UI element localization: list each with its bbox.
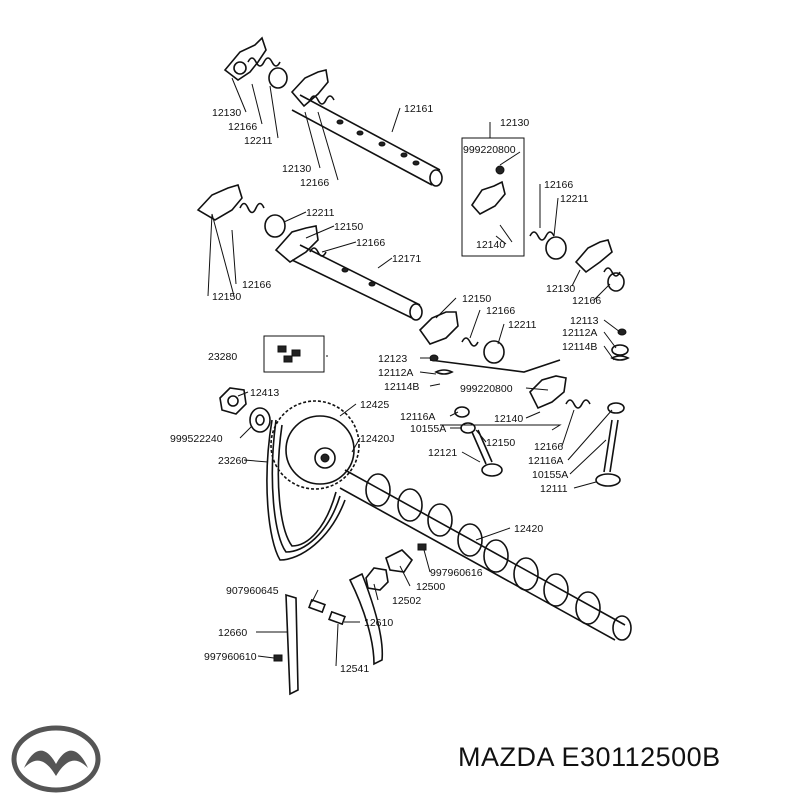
camshaft xyxy=(339,469,632,641)
callout-c15: 12171 xyxy=(392,253,421,265)
callout-c24: 12112A xyxy=(562,327,597,339)
callout-c28: 12112A xyxy=(378,367,413,379)
callout-c36: 999522240 xyxy=(170,433,223,445)
callout-c23: 12113 xyxy=(570,315,599,327)
callout-c14: 12166 xyxy=(356,237,385,249)
camshaft-sprocket xyxy=(270,400,360,490)
callout-c25: 12114B xyxy=(562,341,597,353)
callout-c2: 12166 xyxy=(228,121,257,133)
callout-c49: 12502 xyxy=(392,595,421,607)
callout-c7: 12130 xyxy=(500,117,529,129)
tensioner-nut xyxy=(365,567,389,591)
callout-c41: 12121 xyxy=(428,447,457,459)
callout-c48: 907960645 xyxy=(226,585,279,597)
middle-rocker-arm-left xyxy=(196,184,286,238)
callout-c34: 10155A xyxy=(410,423,446,435)
timing-chain xyxy=(266,419,346,561)
callout-c17: 12150 xyxy=(212,291,241,303)
upper-rocker-arm-left xyxy=(223,36,267,81)
upper-spring-left xyxy=(247,57,288,89)
leader-lines xyxy=(207,77,621,667)
callout-c40: 23260 xyxy=(218,455,247,467)
callout-c13: 12150 xyxy=(334,221,363,233)
callout-c37: 12420J xyxy=(360,433,394,445)
lower-rocker-arm xyxy=(418,311,505,364)
callout-c1: 12130 xyxy=(212,107,241,119)
callout-c43: 10155A xyxy=(532,469,568,481)
callout-c33: 12116A xyxy=(400,411,435,423)
chain-guide-right xyxy=(348,572,384,666)
callout-c5: 12130 xyxy=(282,163,311,175)
callout-c11: 12211 xyxy=(560,193,589,205)
upper-rocker-shaft xyxy=(291,94,443,187)
camshaft-washer xyxy=(249,407,271,433)
camshaft-nut xyxy=(219,387,247,415)
right-spring-rocker-group xyxy=(529,231,625,292)
callout-c29: 12114B xyxy=(384,381,419,393)
callout-c35: 12140 xyxy=(494,413,523,425)
callout-c32: 12425 xyxy=(360,399,389,411)
callout-c27: 12123 xyxy=(378,353,407,365)
callout-c8: 999220800 xyxy=(463,144,516,156)
callout-c44: 12111 xyxy=(540,483,568,495)
upper-rocker-arm-right xyxy=(290,69,335,108)
callout-c52: 997960610 xyxy=(204,651,257,663)
brand-name: MAZDA xyxy=(458,742,554,772)
center-rocker-valve-group xyxy=(429,354,591,477)
callout-c16: 12166 xyxy=(242,279,271,291)
callout-c9: 12140 xyxy=(476,239,505,251)
callout-c53: 12541 xyxy=(340,663,369,675)
callout-c31: 12413 xyxy=(250,387,279,399)
callout-c3: 12211 xyxy=(244,135,273,147)
callout-c51: 12610 xyxy=(364,617,393,629)
callout-c4: 12161 xyxy=(404,103,433,115)
callout-c18: 12130 xyxy=(546,283,575,295)
rocker-detail-box xyxy=(461,137,525,257)
chain-guide-left xyxy=(273,593,299,696)
callout-c39: 12166 xyxy=(534,441,563,453)
callout-c38: 12150 xyxy=(486,437,515,449)
callout-c46: 997960616 xyxy=(430,567,483,579)
thrust-plate xyxy=(385,543,427,573)
callout-c10: 12166 xyxy=(544,179,573,191)
callout-c50: 12660 xyxy=(218,627,247,639)
callout-c6: 12166 xyxy=(300,177,329,189)
callout-c20: 12150 xyxy=(462,293,491,305)
mazda-logo-icon xyxy=(11,725,101,793)
right-valve-assembly xyxy=(595,328,630,487)
callout-c12: 12211 xyxy=(306,207,335,219)
part-number: E30112500B xyxy=(561,742,721,772)
bolt-kit-box xyxy=(263,335,325,373)
callout-c19: 12166 xyxy=(572,295,601,307)
callout-c30: 999220800 xyxy=(460,383,513,395)
brand-part-number: MAZDA E30112500B xyxy=(458,742,721,773)
callout-c47: 12500 xyxy=(416,581,445,593)
callout-c26: 23280 xyxy=(208,351,237,363)
callout-c42: 12116A xyxy=(528,455,563,467)
callout-c45: 12420 xyxy=(514,523,543,535)
callout-c22: 12211 xyxy=(508,319,537,331)
callout-c21: 12166 xyxy=(486,305,515,317)
chain-tensioner-pin xyxy=(308,598,346,626)
